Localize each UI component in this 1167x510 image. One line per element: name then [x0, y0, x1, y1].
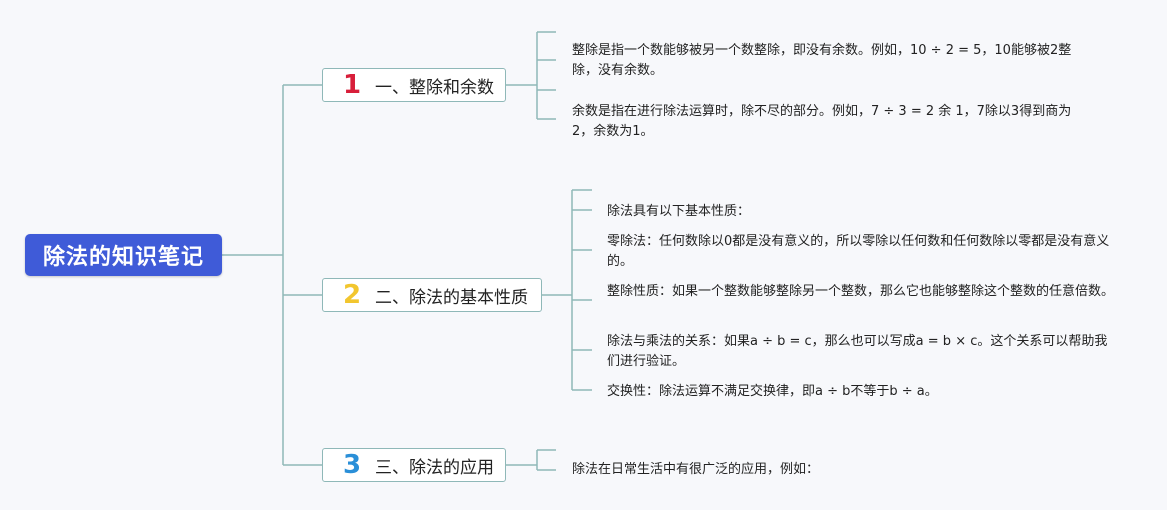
- branch-number-1: 1: [342, 70, 362, 100]
- root-node[interactable]: 除法的知识笔记: [25, 234, 222, 276]
- leaf-text-3-1: 除法在日常生活中有很广泛的应用，例如：: [572, 462, 820, 477]
- branch-node-1[interactable]: 1 一、整除和余数: [322, 68, 506, 102]
- leaf-text-2-1: 除法具有以下基本性质：: [607, 204, 751, 219]
- leaf-text-2-2: 零除法：任何数除以0都是没有意义的，所以零除以任何数和任何数除以零都是没有意义的…: [607, 234, 1110, 269]
- leaf-text-2-3: 整除性质：如果一个整数能够整除另一个整数，那么它也能够整除这个整数的任意倍数。: [607, 284, 1115, 299]
- branch-label-1: 一、整除和余数: [375, 77, 494, 98]
- root-label: 除法的知识笔记: [42, 245, 204, 270]
- leaf-text-2-5: 交换性：除法运算不满足交换律，即a ÷ b不等于b ÷ a。: [607, 384, 938, 399]
- leaf-text-1-2: 余数是指在进行除法运算时，除不尽的部分。例如，7 ÷ 3 = 2 余 1，7除以…: [572, 104, 1072, 139]
- branch-node-2[interactable]: 2 二、除法的基本性质: [322, 278, 542, 312]
- branch-number-3: 3: [342, 450, 362, 480]
- branch-label-3: 三、除法的应用: [375, 457, 494, 478]
- leaf-text-2-4: 除法与乘法的关系：如果a ÷ b = c，那么也可以写成a = b × c。这个…: [607, 334, 1108, 369]
- leaf-text-1-1: 整除是指一个数能够被另一个数整除，即没有余数。例如，10 ÷ 2 = 5，10能…: [572, 43, 1072, 78]
- branch-label-2: 二、除法的基本性质: [375, 287, 528, 308]
- branch-number-2: 2: [342, 280, 362, 310]
- branch-node-3[interactable]: 3 三、除法的应用: [322, 448, 506, 482]
